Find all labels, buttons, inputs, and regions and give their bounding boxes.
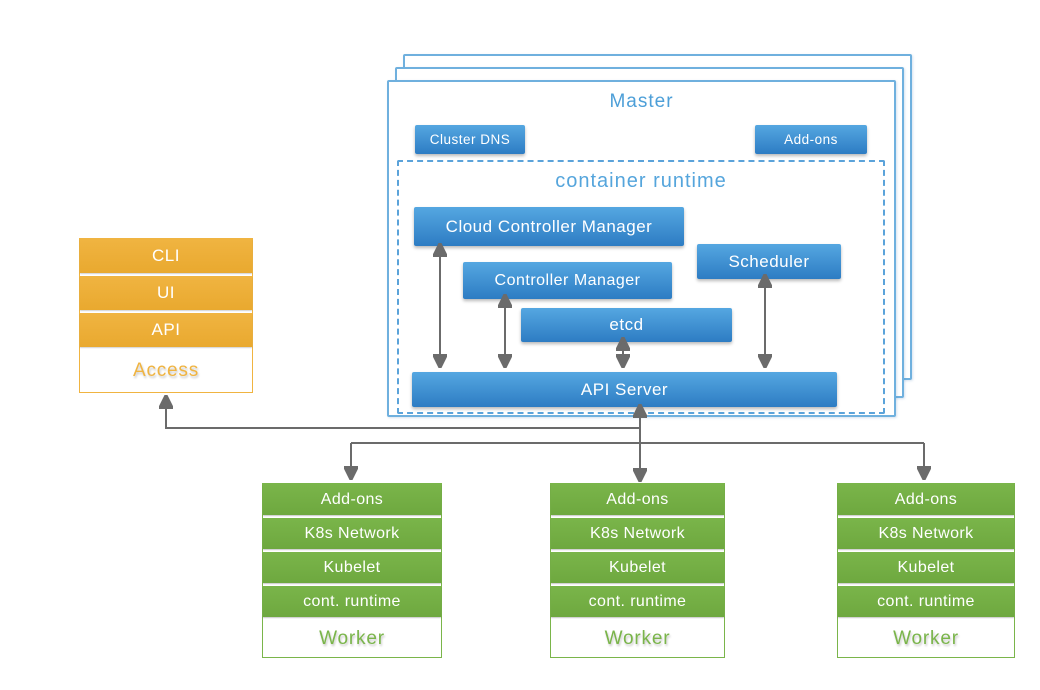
access-row-ui: UI: [80, 276, 252, 310]
access-row-cli: CLI: [80, 239, 252, 273]
worker3-kubelet: Kubelet: [838, 552, 1014, 583]
master-box: Master Cluster DNS Add-ons container run…: [387, 80, 896, 417]
access-row-api: API: [80, 313, 252, 347]
worker2-addons: Add-ons: [551, 484, 724, 515]
worker3-cont-runtime: cont. runtime: [838, 586, 1014, 617]
worker-node-1: Add-ons K8s Network Kubelet cont. runtim…: [262, 483, 442, 658]
cluster-dns-box: Cluster DNS: [415, 125, 525, 154]
scheduler-box: Scheduler: [697, 244, 841, 279]
worker3-addons: Add-ons: [838, 484, 1014, 515]
worker2-k8s-network: K8s Network: [551, 518, 724, 549]
api-server-box: API Server: [412, 372, 837, 407]
worker1-k8s-network: K8s Network: [263, 518, 441, 549]
container-runtime-box: container runtime Cloud Controller Manag…: [397, 160, 885, 414]
worker2-cont-runtime: cont. runtime: [551, 586, 724, 617]
worker1-addons: Add-ons: [263, 484, 441, 515]
etcd-box: etcd: [521, 308, 732, 342]
controller-manager-box: Controller Manager: [463, 262, 672, 299]
worker3-k8s-network: K8s Network: [838, 518, 1014, 549]
master-title: Master: [609, 91, 674, 112]
master-addons-box: Add-ons: [755, 125, 867, 154]
worker2-label: Worker: [604, 627, 671, 649]
worker3-label: Worker: [893, 627, 959, 649]
container-runtime-title: container runtime: [555, 170, 727, 192]
access-stack: CLI UI API Access: [79, 238, 253, 393]
access-label: Access: [132, 360, 200, 381]
worker1-label: Worker: [319, 627, 385, 649]
cloud-controller-manager-box: Cloud Controller Manager: [414, 207, 684, 246]
worker1-cont-runtime: cont. runtime: [263, 586, 441, 617]
worker1-kubelet: Kubelet: [263, 552, 441, 583]
worker-node-3: Add-ons K8s Network Kubelet cont. runtim…: [837, 483, 1015, 658]
worker2-kubelet: Kubelet: [551, 552, 724, 583]
worker-node-2: Add-ons K8s Network Kubelet cont. runtim…: [550, 483, 725, 658]
